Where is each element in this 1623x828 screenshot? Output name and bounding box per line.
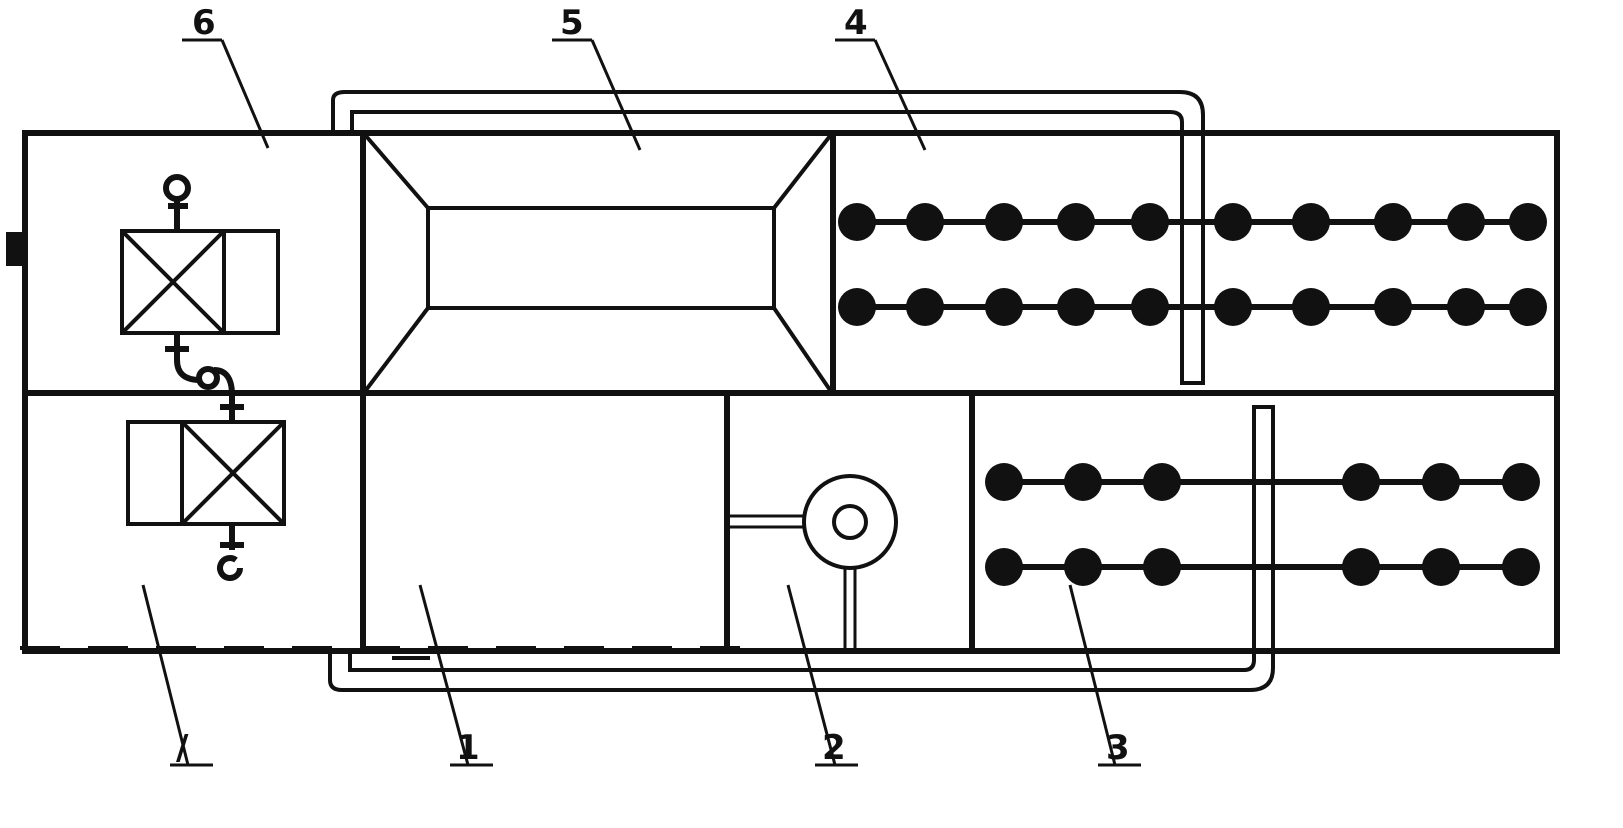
diffuser — [906, 203, 944, 241]
diffuser — [1214, 203, 1252, 241]
diffuser — [1143, 548, 1181, 586]
diffuser — [1509, 203, 1547, 241]
top-return-pipe — [331, 90, 1205, 385]
diffuser — [1374, 288, 1412, 326]
diffuser — [1143, 463, 1181, 501]
diffuser — [1422, 463, 1460, 501]
blower-2 — [730, 474, 898, 648]
diffuser — [1064, 548, 1102, 586]
bottom-return-pipe — [328, 405, 1275, 692]
aerator-grid-4 — [838, 203, 1547, 326]
diffuser — [1131, 288, 1169, 326]
diffuser — [1057, 203, 1095, 241]
aerator-grid-3 — [985, 463, 1540, 586]
diffuser — [1064, 463, 1102, 501]
label-5: 5 — [560, 3, 584, 43]
diffuser — [1342, 548, 1380, 586]
diffuser — [1502, 463, 1540, 501]
diffuser — [1502, 548, 1540, 586]
pump-unit-lower — [126, 366, 286, 581]
label-7: / — [176, 728, 189, 768]
label-1: 1 — [456, 728, 480, 768]
diffuser — [1509, 288, 1547, 326]
diffuser — [1131, 203, 1169, 241]
diffuser — [985, 463, 1023, 501]
diffuser — [985, 203, 1023, 241]
label-3: 3 — [1106, 728, 1130, 768]
diffuser — [1292, 203, 1330, 241]
diffuser — [1374, 203, 1412, 241]
diffuser — [1422, 548, 1460, 586]
diffuser — [838, 203, 876, 241]
diffuser — [1447, 288, 1485, 326]
diffuser — [1214, 288, 1252, 326]
diffuser — [985, 288, 1023, 326]
diffuser — [1342, 463, 1380, 501]
diffuser — [906, 288, 944, 326]
valve-icon — [163, 174, 191, 202]
label-6: 6 — [192, 3, 216, 43]
side-nozzle — [6, 232, 26, 266]
diffuser — [1447, 203, 1485, 241]
elbow-valve-icon — [196, 366, 220, 390]
label-2: 2 — [822, 728, 846, 768]
pump-unit-upper — [120, 174, 280, 383]
outlet-valve-icon — [217, 555, 243, 581]
diffuser — [1292, 288, 1330, 326]
diffuser — [985, 548, 1023, 586]
diffuser — [838, 288, 876, 326]
label-4: 4 — [844, 3, 868, 43]
diffuser — [1057, 288, 1095, 326]
hopper-5 — [364, 134, 832, 392]
leader-lines — [141, 38, 1141, 767]
